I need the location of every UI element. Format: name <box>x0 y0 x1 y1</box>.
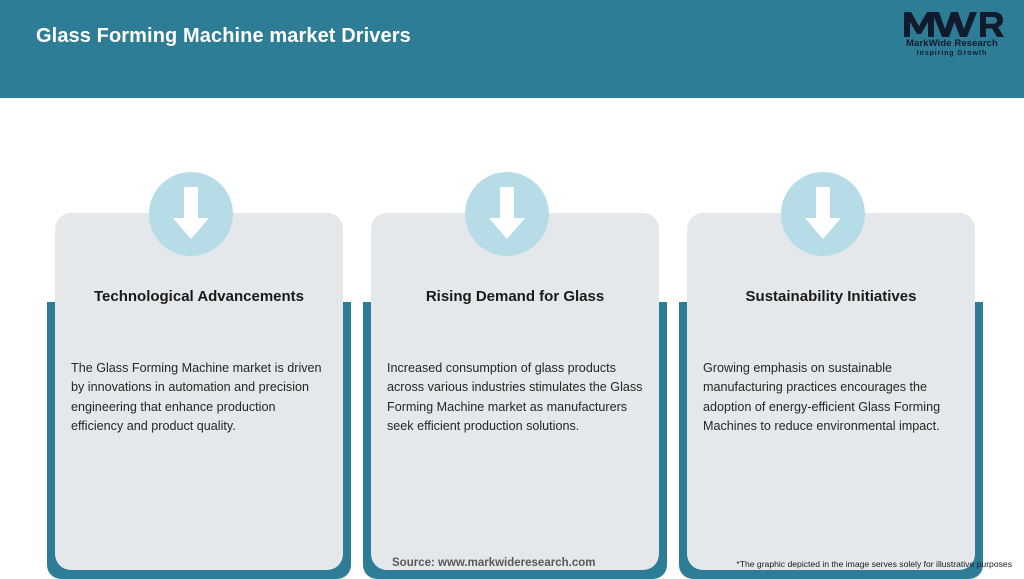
card-title: Rising Demand for Glass <box>425 288 605 305</box>
card-panel <box>55 213 343 570</box>
arrow-down-glyph <box>805 187 841 239</box>
driver-card-2: Rising Demand for Glass Increased consum… <box>363 134 667 579</box>
source-note: Source: www.markwideresearch.com <box>392 557 596 569</box>
arrow-down-icon <box>465 172 549 256</box>
card-title: Technological Advancements <box>93 288 305 305</box>
arrow-down-icon <box>781 172 865 256</box>
card-panel <box>371 213 659 570</box>
card-panel <box>687 213 975 570</box>
arrow-down-glyph <box>173 187 209 239</box>
card-body: The Glass Forming Machine market is driv… <box>71 361 322 434</box>
page-title: Glass Forming Machine market Drivers <box>36 25 411 47</box>
drivers-card-row: Technological Advancements The Glass For… <box>0 98 1024 579</box>
card-body: Increased consumption of glass products … <box>387 361 643 434</box>
logo-tagline: Inspiring Growth <box>916 50 988 57</box>
disclaimer-note: *The graphic depicted in the image serve… <box>736 559 1012 569</box>
card-body: Growing emphasis on sustainable manufact… <box>703 361 941 434</box>
mwr-logo-icon <box>904 12 1004 37</box>
driver-card-1: Technological Advancements The Glass For… <box>47 134 351 579</box>
header-bar <box>0 0 1024 98</box>
brand-logo: MarkWide Research Inspiring Growth <box>898 9 1006 65</box>
driver-card-3: Sustainability Initiatives Growing empha… <box>679 134 983 579</box>
card-title: Sustainability Initiatives <box>745 288 917 305</box>
arrow-down-glyph <box>489 187 525 239</box>
arrow-down-icon <box>149 172 233 256</box>
logo-name: MarkWide Research <box>906 38 998 49</box>
